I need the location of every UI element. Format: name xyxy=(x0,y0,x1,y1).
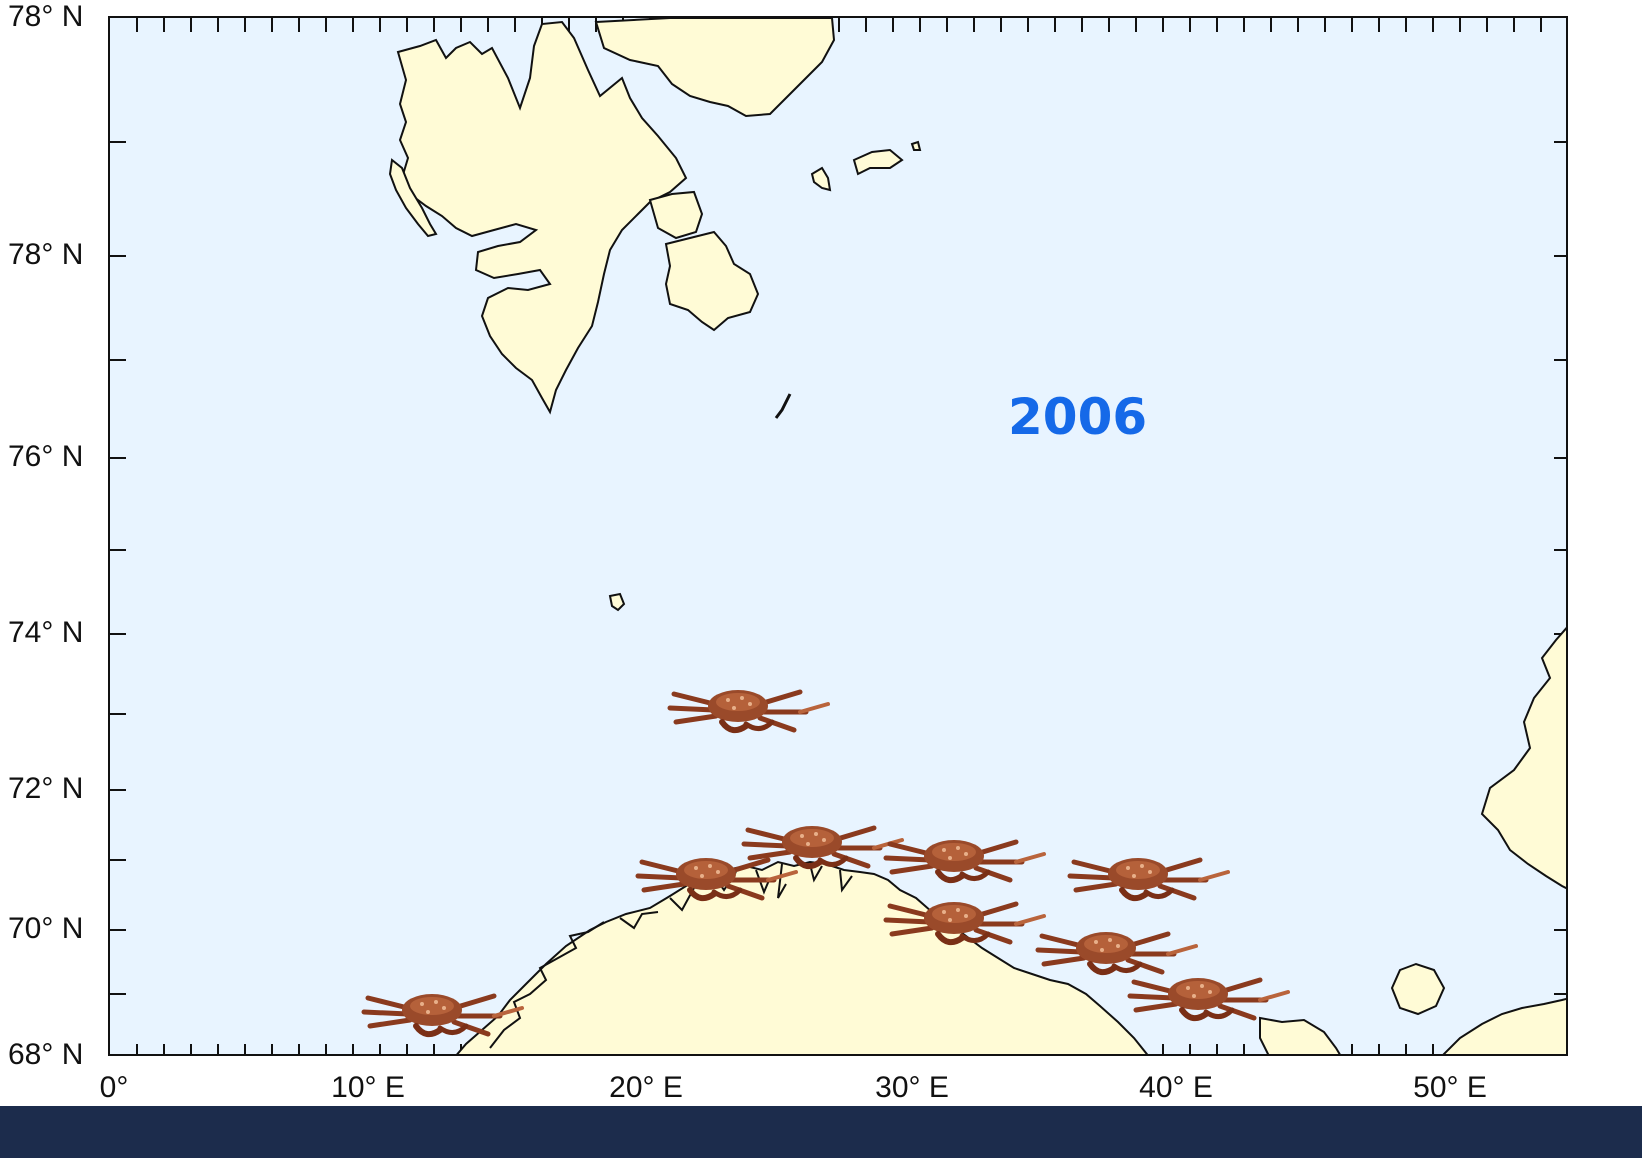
land-bear-island xyxy=(608,592,626,612)
lat-label-70: 70° N xyxy=(8,912,84,945)
land-kolguev xyxy=(1390,962,1446,1016)
land-hopen xyxy=(774,393,792,419)
land-novaya-zemlya xyxy=(1480,627,1566,890)
lon-label-10: 10° E xyxy=(331,1071,405,1104)
coast-fjords xyxy=(489,863,853,1049)
king-crab-icon[interactable] xyxy=(670,690,828,730)
land-nordaustlandet xyxy=(594,18,836,118)
lat-label-72: 72° N xyxy=(8,772,84,805)
lon-label-40: 40° E xyxy=(1139,1071,1213,1104)
land-forland xyxy=(388,158,438,238)
land-islet-1 xyxy=(810,166,832,192)
land-edgeoya xyxy=(664,230,760,332)
year-label: 2006 xyxy=(1008,388,1148,446)
king-crab-icon[interactable] xyxy=(1038,932,1196,972)
lat-label-74: 74° N xyxy=(8,616,84,649)
king-crab-icon[interactable] xyxy=(1070,858,1228,898)
king-crab-icon[interactable] xyxy=(1130,978,1288,1018)
lon-label-20: 20° E xyxy=(609,1071,683,1104)
lat-label-68: 68° N xyxy=(8,1038,84,1071)
lat-label-top: 78° N xyxy=(8,0,84,33)
king-crab-icon[interactable] xyxy=(886,840,1044,880)
land-kong-karls-land xyxy=(852,148,904,176)
land-kanin xyxy=(1259,1016,1341,1054)
lon-label-30: 30° E xyxy=(875,1071,949,1104)
land-islet-2 xyxy=(910,140,922,151)
lat-label-76: 76° N xyxy=(8,440,84,473)
land-spitsbergen xyxy=(396,20,688,415)
land-norway-kola xyxy=(456,860,1149,1054)
lon-label-50: 50° E xyxy=(1413,1071,1487,1104)
map-canvas xyxy=(110,18,1566,1054)
footer-band xyxy=(0,1106,1642,1158)
land-barentsoya xyxy=(648,190,704,240)
lat-label-78: 78° N xyxy=(8,238,84,271)
land-pechora xyxy=(1442,997,1566,1054)
map-area[interactable] xyxy=(108,16,1568,1056)
lon-label-0: 0° xyxy=(99,1071,129,1104)
